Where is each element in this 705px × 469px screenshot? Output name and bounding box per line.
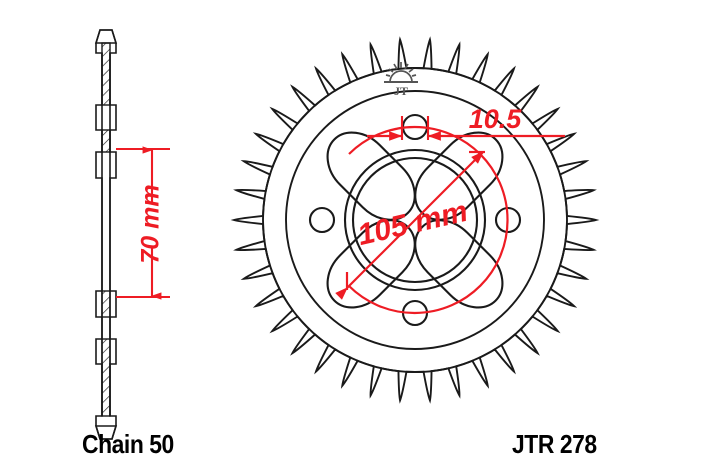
sun-ray	[408, 68, 414, 73]
part-number-label: JTR 278	[512, 429, 597, 459]
section-tooth-tip-bottom	[94, 425, 118, 440]
sun-ray	[388, 68, 394, 73]
web-outer-circle	[285, 90, 545, 350]
bolt-hole-left	[308, 206, 336, 234]
section-hatch-top-hub	[101, 129, 111, 153]
side-section-view	[94, 29, 118, 440]
section-hatch-bottom-hub	[101, 290, 111, 318]
sunburst-dome	[389, 70, 413, 83]
sun-ray	[404, 63, 409, 70]
dimension-10-5: 10.5	[367, 104, 565, 141]
sun-ray	[393, 63, 398, 70]
dimension-70mm: 70 mm	[116, 146, 170, 300]
dimension-value-70mm: 70 mm	[137, 184, 165, 263]
dim-105mm-line	[335, 151, 484, 300]
bolt-hole-right	[494, 206, 522, 234]
sun-ray	[411, 74, 417, 77]
section-hatch-bottom-rim	[101, 338, 111, 417]
dimension-value-10-5: 10.5	[469, 104, 523, 134]
section-hatch-top-rim	[101, 42, 111, 106]
section-tooth-tip-top	[94, 29, 118, 44]
root-circle	[262, 67, 568, 373]
bolt-circle-arc	[348, 125, 509, 315]
sun-ray	[385, 74, 391, 77]
jt-sprockets-sunburst-logo: JT	[384, 62, 418, 98]
chain-size-label: Chain 50	[82, 429, 174, 459]
logo-monogram: JT	[394, 84, 408, 98]
